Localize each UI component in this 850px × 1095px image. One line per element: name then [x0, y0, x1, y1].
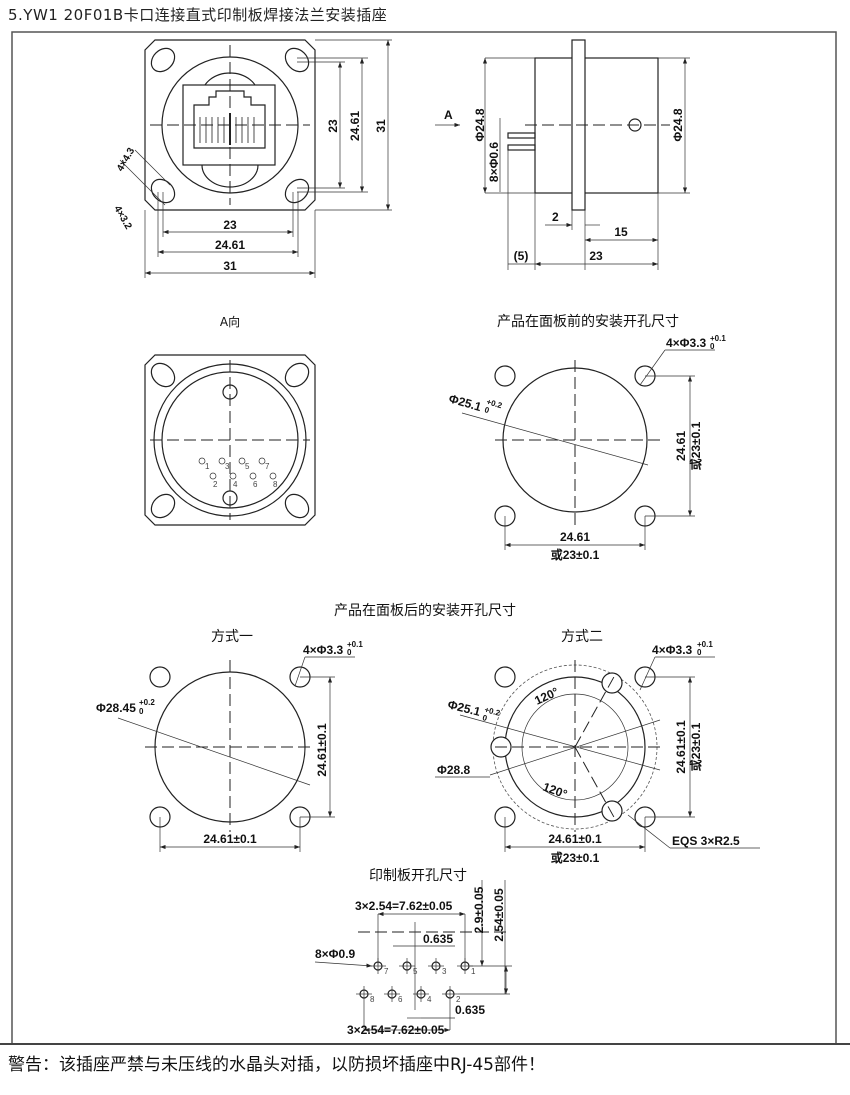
dim-h-outer: 31 — [223, 259, 237, 273]
pcb-dim-row: 2.54±0.05 — [492, 888, 506, 942]
pcb-pin-5: 5 — [413, 967, 418, 976]
dim-h-inner: 23 — [223, 218, 237, 232]
method-2-dim-v: 24.61±0.1 — [674, 720, 688, 774]
pin-spec: 8×Φ0.6 — [487, 142, 501, 183]
front-cutout-dia-tol-lower: 0 — [483, 405, 490, 415]
method-2-outer-dia: Φ28.8 — [437, 763, 471, 777]
dia-left: Φ24.8 — [473, 108, 487, 142]
method-2-dim-h-alt: 或23±0.1 — [551, 850, 600, 865]
pcb-top-pitch: 3×2.54=7.62±0.05 — [355, 899, 453, 913]
rear-cutout-method-1: 方式一 Φ28.45 +0.2 0 4×Φ3.3 +0.1 0 24.61±0.… — [96, 629, 363, 852]
method-2-dim-h: 24.61±0.1 — [548, 832, 602, 846]
pcb-title: 印制板开孔尺寸 — [369, 868, 467, 884]
front-cutout-dia-tol-upper: +0.2 — [485, 397, 503, 410]
method-1-dim-h: 24.61±0.1 — [203, 832, 257, 846]
pcb-pin-6: 6 — [398, 995, 403, 1004]
drawing-frame — [11, 31, 837, 1043]
pcb-pin-7: 7 — [384, 967, 389, 976]
method-2-notch: EQS 3×R2.5 — [672, 834, 740, 848]
pcb-pin-2: 2 — [456, 995, 461, 1004]
rear-cutout-method-2: 方式二 Φ25.1 +0.2 0 Φ28.8 120° 120° EQS 3×R… — [435, 629, 760, 865]
a-view: A向 1 2 3 4 5 6 7 8 — [144, 314, 316, 526]
pin-length: (5) — [514, 249, 529, 263]
pcb-offset-top: 0.635 — [423, 932, 453, 946]
method-2-dia: Φ25.1 — [446, 697, 482, 719]
slot-spec-1: 4×4.3 — [115, 146, 137, 174]
pcb-offset-bottom: 0.635 — [455, 1003, 485, 1017]
method-1-dim-v: 24.61±0.1 — [315, 723, 329, 777]
a-pin-1: 1 — [205, 462, 210, 471]
body-length: 23 — [589, 249, 603, 263]
pcb-pin-8: 8 — [370, 995, 375, 1004]
method-2-angle-2: 120° — [541, 780, 569, 802]
method-1-dia: Φ28.45 — [96, 701, 136, 715]
front-panel-cutout: 产品在面板前的安装开孔尺寸 Φ25.1 +0.2 0 4×Φ3.3 +0.1 0… — [447, 313, 726, 562]
side-view: A Φ24.8 8×Φ0.6 Φ24.8 2 15 23 (5) — [435, 39, 690, 270]
slot-spec-2: 4×3.2 — [111, 204, 133, 232]
front-cutout-dim-v: 24.61 — [674, 431, 688, 461]
pcb-pin-1: 1 — [471, 967, 476, 976]
dim-h-mid: 24.61 — [215, 238, 245, 252]
method-1-dia-tol-lower: 0 — [139, 707, 144, 716]
method-1-dia-tol-upper: +0.2 — [139, 698, 155, 707]
method-1-hole-tol-lower: 0 — [347, 648, 352, 657]
method-2-dia-tol-upper: +0.2 — [484, 705, 502, 718]
pcb-bottom-pitch: 3×2.54=7.62±0.05 — [347, 1023, 445, 1037]
dim-v-inner: 23 — [326, 119, 340, 133]
pcb-dim-edge: 2.9±0.05 — [472, 886, 486, 933]
a-pin-6: 6 — [253, 480, 258, 489]
method-1-hole-spec: 4×Φ3.3 — [303, 643, 344, 657]
view-arrow-label: A — [444, 108, 453, 122]
pcb-hole-layout: 印制板开孔尺寸 3×2.54=7.62±0.05 0.635 8×Φ0.9 1 … — [314, 868, 512, 1037]
dia-right: Φ24.8 — [671, 108, 685, 142]
front-cutout-hole-tol-upper: +0.1 — [710, 334, 726, 343]
front-length: 15 — [614, 225, 628, 239]
a-pin-3: 3 — [225, 462, 230, 471]
pcb-hole-spec: 8×Φ0.9 — [315, 947, 356, 961]
front-cutout-hole-tol-lower: 0 — [710, 342, 715, 351]
pcb-pin-4: 4 — [427, 995, 432, 1004]
method-2-dia-tol-lower: 0 — [482, 713, 489, 723]
rear-cutout-title: 产品在面板后的安装开孔尺寸 — [334, 603, 516, 619]
flange-thickness: 2 — [552, 210, 559, 224]
a-pin-7: 7 — [265, 462, 270, 471]
method-2-label: 方式二 — [561, 629, 603, 645]
pcb-pin-3: 3 — [442, 967, 447, 976]
method-2-hole-tol-lower: 0 — [697, 648, 702, 657]
a-pin-5: 5 — [245, 462, 250, 471]
method-2-hole-spec: 4×Φ3.3 — [652, 643, 693, 657]
a-view-label: A向 — [220, 314, 240, 329]
warning-text: 警告：该插座严禁与未压线的水晶头对插，以防损坏插座中RJ-45部件！ — [8, 1055, 545, 1075]
front-cutout-dim-v-alt: 或23±0.1 — [688, 421, 703, 470]
a-pin-2: 2 — [213, 480, 218, 489]
front-cutout-dim-h: 24.61 — [560, 530, 590, 544]
a-pin-4: 4 — [233, 480, 238, 489]
dim-v-outer: 31 — [374, 119, 388, 133]
drawing-title: 5.YW1 20F01B卡口连接直式印制板焊接法兰安装插座 — [8, 6, 388, 24]
method-1-hole-tol-upper: +0.1 — [347, 640, 363, 649]
method-1-label: 方式一 — [211, 629, 253, 645]
front-cutout-hole-spec: 4×Φ3.3 — [666, 336, 707, 350]
front-cutout-title: 产品在面板前的安装开孔尺寸 — [497, 313, 679, 330]
front-cutout-dia: Φ25.1 — [447, 391, 483, 414]
method-2-dim-v-alt: 或23±0.1 — [688, 722, 703, 771]
a-pin-8: 8 — [273, 480, 278, 489]
front-cutout-dim-h-alt: 或23±0.1 — [551, 547, 600, 562]
method-2-hole-tol-upper: +0.1 — [697, 640, 713, 649]
dim-v-mid: 24.61 — [348, 111, 362, 141]
front-view: 23 24.61 31 23 24.61 31 4×4.3 4×3.2 — [111, 39, 392, 278]
